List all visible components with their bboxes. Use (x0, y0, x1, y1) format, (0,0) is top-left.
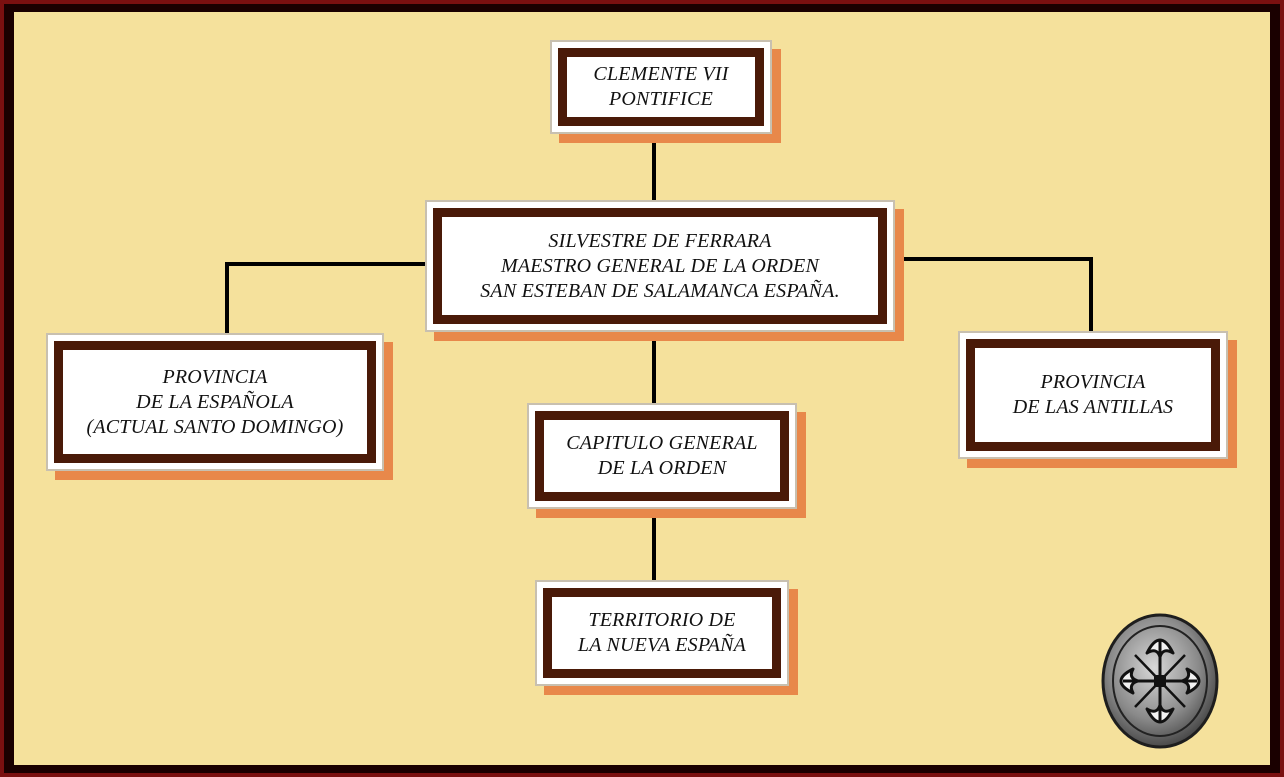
node-antillas-line-1: PROVINCIA (1040, 371, 1146, 393)
connector-maestro-antillas-v (1089, 257, 1093, 333)
node-capitulo: CAPITULO GENERAL DE LA ORDEN (527, 403, 797, 509)
node-territorio-line-2: LA NUEVA ESPAÑA (577, 634, 747, 656)
node-pontifice-line-2: PONTIFICE (608, 88, 714, 110)
node-capitulo-line-1: CAPITULO GENERAL (566, 432, 758, 454)
connector-maestro-espanola-h (225, 262, 431, 266)
node-capitulo-line-2: DE LA ORDEN (597, 457, 727, 479)
dominican-cross-seal-icon (1101, 613, 1219, 749)
node-espanola: PROVINCIA DE LA ESPAÑOLA (ACTUAL SANTO D… (46, 333, 384, 471)
connector-maestro-espanola-v (225, 262, 229, 335)
node-maestro-line-1: SILVESTRE DE FERRARA (548, 229, 772, 252)
node-espanola-line-1: PROVINCIA (162, 365, 268, 388)
connector-maestro-antillas-h (890, 257, 1093, 261)
connector-capitulo-territorio (652, 507, 656, 583)
node-espanola-line-2: DE LA ESPAÑOLA (136, 390, 294, 413)
node-antillas: PROVINCIA DE LAS ANTILLAS (958, 331, 1228, 459)
node-territorio: TERRITORIO DE LA NUEVA ESPAÑA (535, 580, 789, 686)
node-antillas-line-2: DE LAS ANTILLAS (1012, 396, 1174, 418)
node-maestro: SILVESTRE DE FERRARA MAESTRO GENERAL DE … (425, 200, 895, 332)
node-pontifice: CLEMENTE VII PONTIFICE (550, 40, 772, 134)
node-territorio-line-1: TERRITORIO DE (588, 609, 736, 631)
node-espanola-line-3: (ACTUAL SANTO DOMINGO) (86, 415, 344, 438)
node-maestro-line-3: SAN ESTEBAN DE SALAMANCA ESPAÑA. (480, 279, 840, 302)
connector-pontifice-maestro (652, 130, 656, 204)
node-pontifice-line-1: CLEMENTE VII (593, 63, 729, 85)
connector-maestro-capitulo (652, 328, 656, 408)
node-maestro-line-2: MAESTRO GENERAL DE LA ORDEN (501, 254, 819, 277)
